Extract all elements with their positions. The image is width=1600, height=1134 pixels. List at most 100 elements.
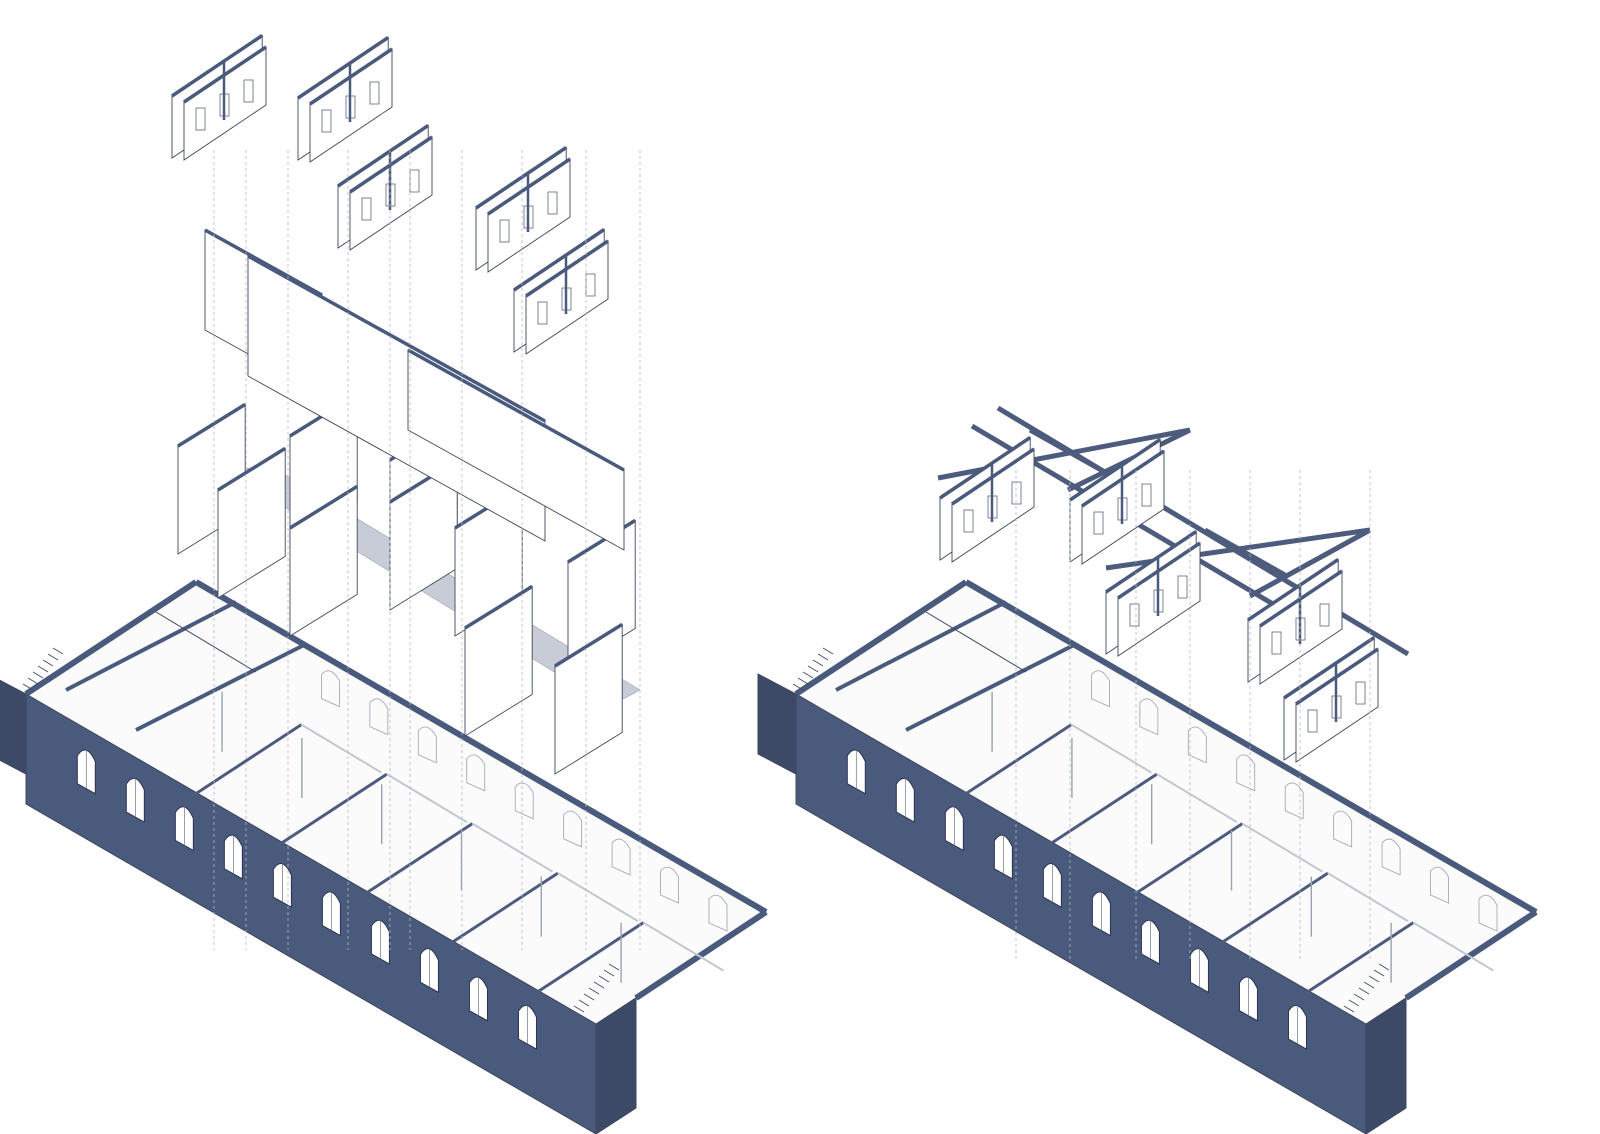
door-opening (219, 93, 230, 117)
back-window (1381, 838, 1401, 876)
back-wall-top (194, 579, 768, 915)
door-opening (361, 197, 372, 221)
stair-step (817, 653, 829, 661)
back-wall-top (964, 579, 1538, 915)
door-opening (499, 219, 510, 243)
door-opening (1129, 603, 1140, 627)
stair-step (802, 671, 814, 679)
floor-beam (1302, 921, 1415, 996)
stair-step (598, 975, 610, 983)
stair-step (32, 671, 44, 679)
panel-top-edge (513, 228, 606, 292)
door-opening (1319, 603, 1330, 627)
floor-beam (361, 822, 474, 897)
stair-step (822, 647, 834, 655)
back-window (321, 670, 340, 708)
roof-beam (1248, 527, 1372, 599)
door-opening (1011, 481, 1022, 505)
right-wall-top (634, 909, 768, 1001)
left-end-wall (757, 673, 797, 775)
floor-grid-line (1327, 872, 1409, 922)
end-room-partition (925, 611, 1027, 673)
door-opening (321, 109, 332, 133)
back-window (708, 894, 728, 932)
door-opening (1271, 631, 1282, 655)
panel-top-edge (1069, 438, 1162, 502)
panel-top-edge (171, 34, 264, 98)
left-wall-top (794, 579, 968, 697)
back-window (466, 754, 486, 792)
stair-step (578, 999, 590, 1007)
panel-top-edge (939, 436, 1032, 500)
stair-step (583, 993, 595, 1001)
door-opening (1331, 695, 1342, 719)
door-opening (195, 107, 206, 131)
stair-step (797, 677, 809, 685)
door-opening (561, 287, 572, 311)
stair-step (807, 665, 819, 673)
panel-top-edge (554, 622, 624, 668)
panel-top-edge (177, 402, 247, 448)
floor-grid-line (1241, 822, 1323, 873)
panel-top-edge (1105, 530, 1198, 594)
stair-step (52, 647, 64, 655)
floor-beam (1131, 822, 1244, 897)
stair-step (1368, 975, 1380, 983)
end-room-wall (65, 600, 237, 692)
floor-beam (1217, 871, 1329, 947)
stair-step (42, 659, 54, 667)
stair-step (1348, 999, 1360, 1007)
stair-step (573, 1005, 585, 1013)
stair-step (603, 969, 615, 977)
panel-top-edge (1283, 636, 1376, 700)
panel-top-edge (204, 228, 323, 297)
stair-step (37, 665, 49, 673)
door-opening (1141, 483, 1152, 507)
door-opening (345, 95, 356, 119)
stair-step (792, 683, 804, 691)
panel-top-edge (289, 484, 359, 530)
exploded-axonometric-right (757, 405, 1538, 1134)
stair-step (787, 689, 799, 697)
back-window (1091, 670, 1110, 708)
end-room-wall (835, 600, 1007, 692)
end-room-partition (155, 611, 257, 673)
back-window (1187, 726, 1207, 764)
stair-step (1343, 1005, 1355, 1013)
door-opening (1307, 709, 1318, 733)
floor-beam (276, 772, 388, 848)
floor-beam (960, 723, 1073, 798)
stair-step (1353, 993, 1365, 1001)
door-opening (243, 79, 254, 103)
back-window (514, 782, 534, 820)
panel-top-edge (297, 36, 390, 100)
door-opening (1117, 497, 1128, 521)
door-opening (547, 191, 558, 215)
floor-grid-line (642, 921, 724, 972)
door-opening (963, 509, 974, 533)
door-opening (537, 301, 548, 325)
right-wall-top (1404, 909, 1538, 1001)
back-window (369, 698, 389, 736)
floor-grid-line (557, 872, 639, 922)
back-window (611, 838, 631, 876)
roof-beam (1028, 427, 1112, 478)
door-opening (385, 183, 396, 207)
floor-beam (447, 871, 559, 947)
stair-step (812, 659, 824, 667)
panel-top-edge (247, 254, 546, 423)
roof-beam (1203, 527, 1287, 578)
stair-step (588, 987, 600, 995)
back-window (417, 726, 437, 764)
door-opening (1093, 511, 1104, 535)
back-window (563, 810, 583, 848)
door-opening (1295, 617, 1306, 641)
door-opening (1355, 681, 1366, 705)
left-end-wall (0, 679, 27, 775)
end-room-wall (135, 642, 307, 732)
floor-beam (1046, 772, 1158, 848)
floor-grid-line (1070, 723, 1152, 774)
right-end-wall (595, 997, 637, 1134)
left-wall-top (24, 579, 198, 697)
